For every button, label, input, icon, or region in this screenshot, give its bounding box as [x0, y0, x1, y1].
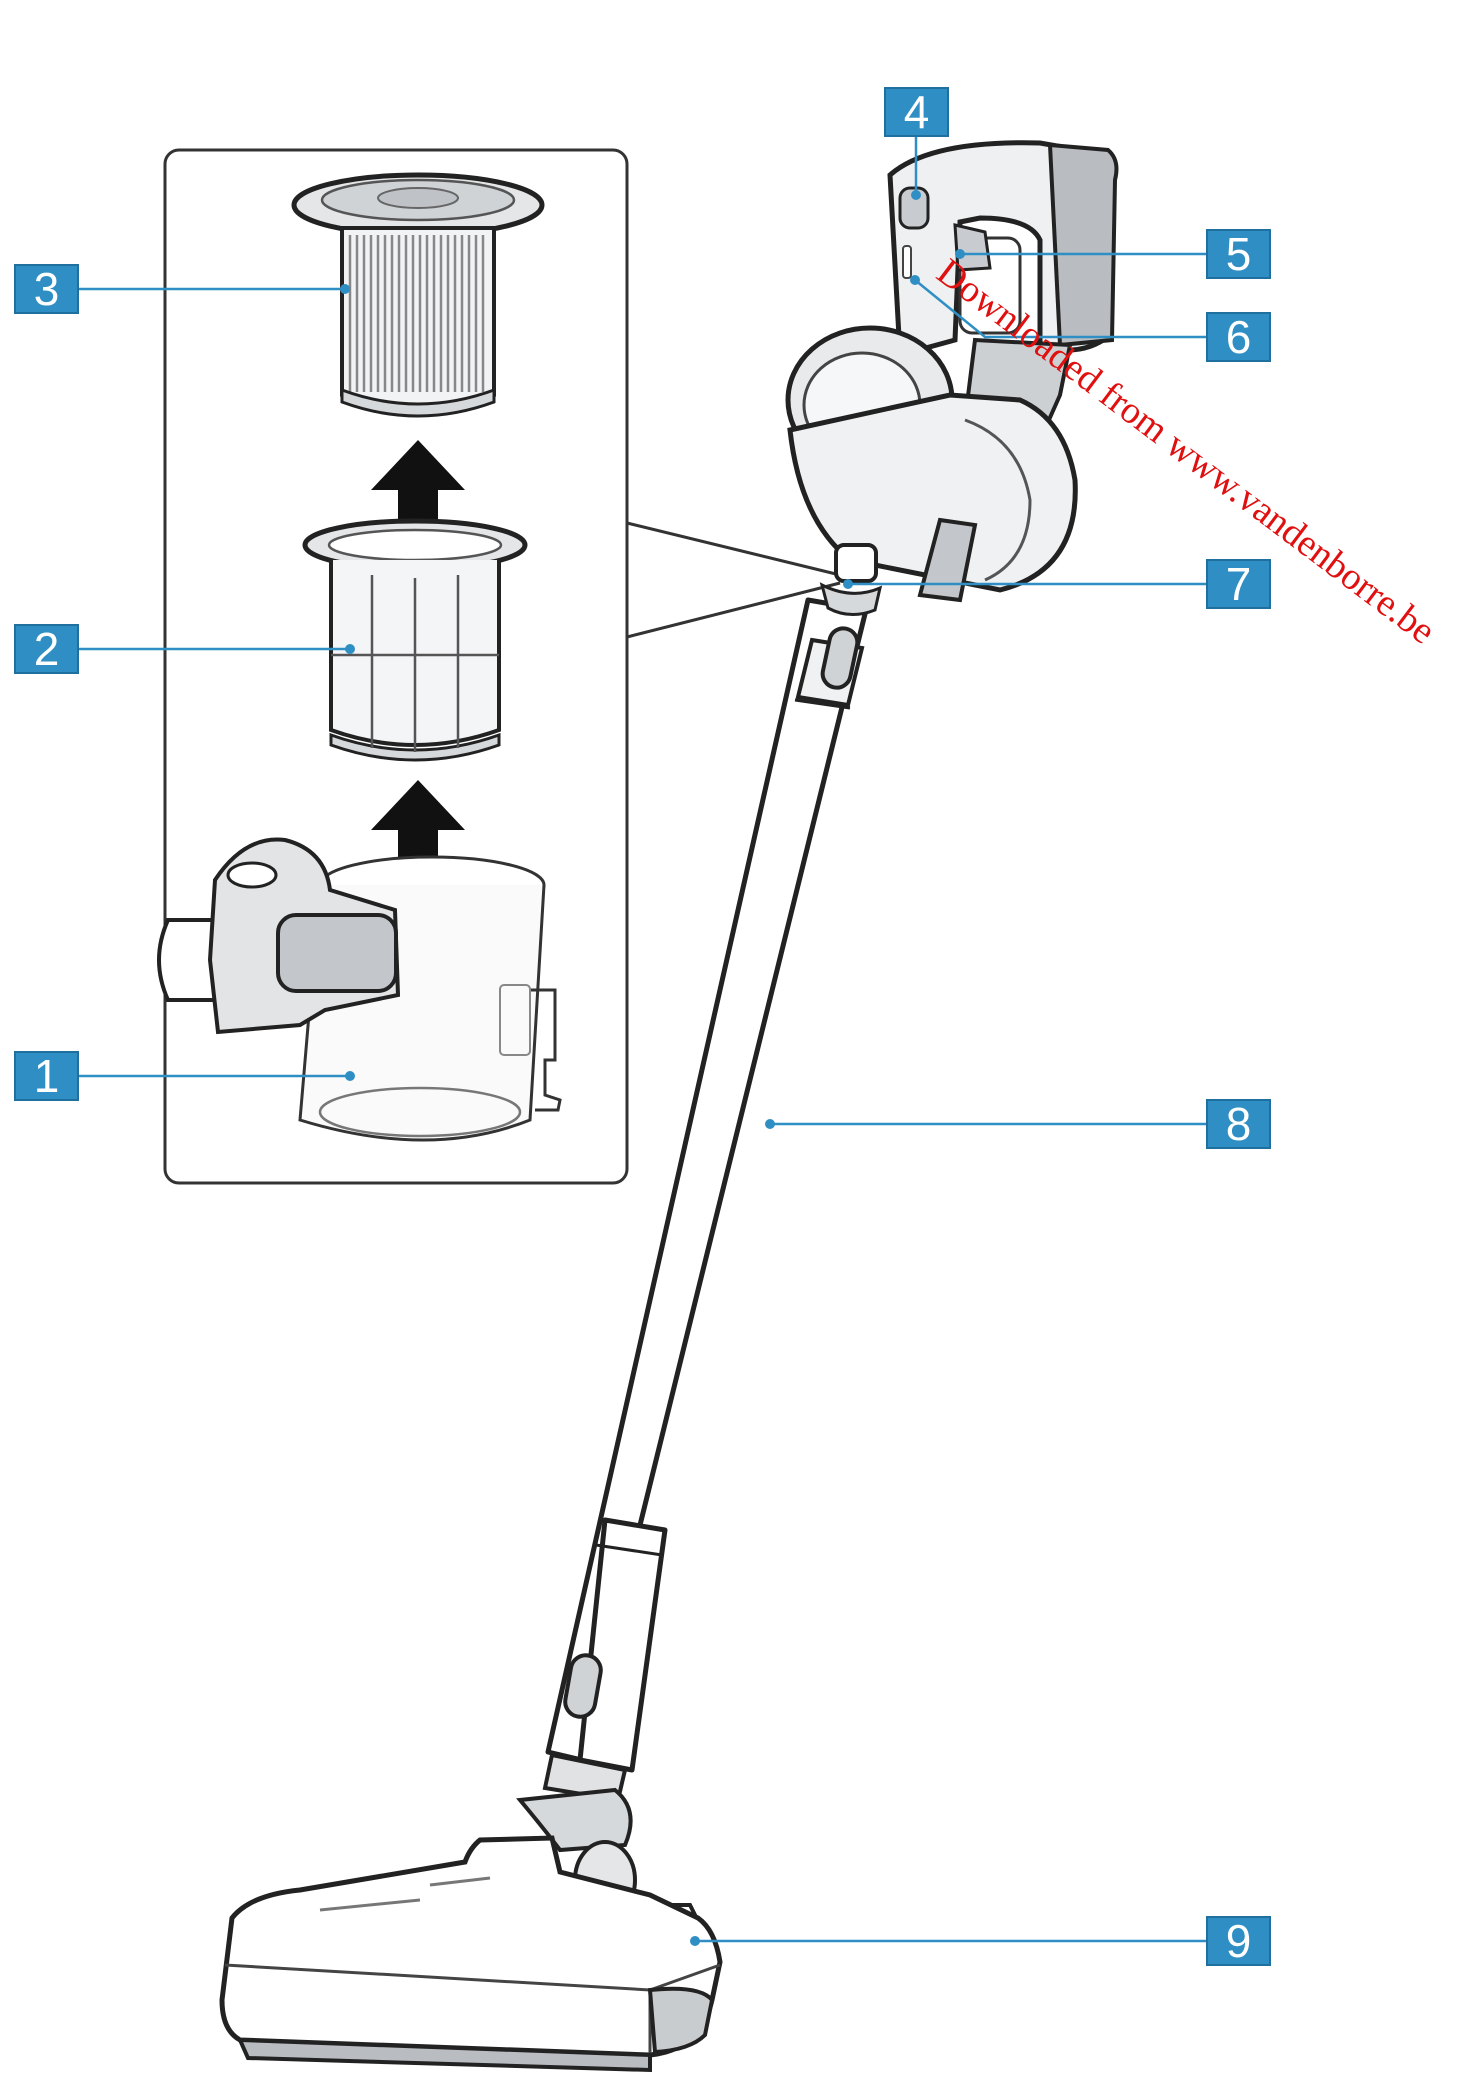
- callout-badge: [14, 624, 79, 674]
- arrow-up-icon: [371, 440, 465, 555]
- stick-vacuum: [219, 140, 1119, 2073]
- callout-badge: [1206, 312, 1271, 362]
- callout-number: 7: [1226, 558, 1252, 610]
- leader-line: [914, 279, 1207, 339]
- callout-7: 7: [843, 558, 1271, 610]
- callout-labels: 1 2 3 4 5 6 7 8 9: [14, 86, 1271, 1967]
- callout-8: 8: [765, 1098, 1271, 1150]
- leader-dot: [690, 1936, 700, 1946]
- callout-badge: [14, 264, 79, 314]
- floor-nozzle: [219, 1787, 723, 2073]
- leader-dot: [955, 249, 965, 259]
- leader-dot: [765, 1119, 775, 1129]
- callout-2: 2: [14, 623, 355, 675]
- arrow-up-icon: [371, 780, 465, 880]
- callout-9: 9: [690, 1915, 1271, 1967]
- dust-container: [157, 837, 562, 1142]
- mesh-filter: [302, 518, 528, 762]
- pleated-filter: [291, 172, 545, 418]
- callout-1: 1: [14, 1050, 355, 1102]
- callout-badge: [1206, 1916, 1271, 1966]
- callout-3: 3: [14, 263, 350, 315]
- callout-5: 5: [955, 228, 1271, 280]
- callout-badge: [14, 1051, 79, 1101]
- callout-badge: [1206, 1099, 1271, 1149]
- leader-dot: [345, 644, 355, 654]
- callout-number: 9: [1226, 1915, 1252, 1967]
- leader-dot: [911, 190, 921, 200]
- handle-motor-unit: [785, 140, 1119, 616]
- leader-dot: [345, 1071, 355, 1081]
- tube: [542, 597, 869, 1803]
- callout-badge: [1206, 229, 1271, 279]
- callout-number: 4: [904, 86, 930, 138]
- leader-dot: [340, 284, 350, 294]
- leader-dot: [843, 579, 853, 589]
- callout-number: 3: [34, 263, 60, 315]
- callout-number: 6: [1226, 311, 1252, 363]
- callout-number: 5: [1226, 228, 1252, 280]
- callout-badge: [1206, 559, 1271, 609]
- callout-number: 1: [34, 1050, 60, 1102]
- callout-badge: [884, 87, 949, 137]
- leader-dot: [910, 275, 920, 285]
- callout-4: 4: [884, 86, 949, 200]
- callout-6: 6: [910, 275, 1271, 363]
- callout-number: 8: [1226, 1098, 1252, 1150]
- callout-number: 2: [34, 623, 60, 675]
